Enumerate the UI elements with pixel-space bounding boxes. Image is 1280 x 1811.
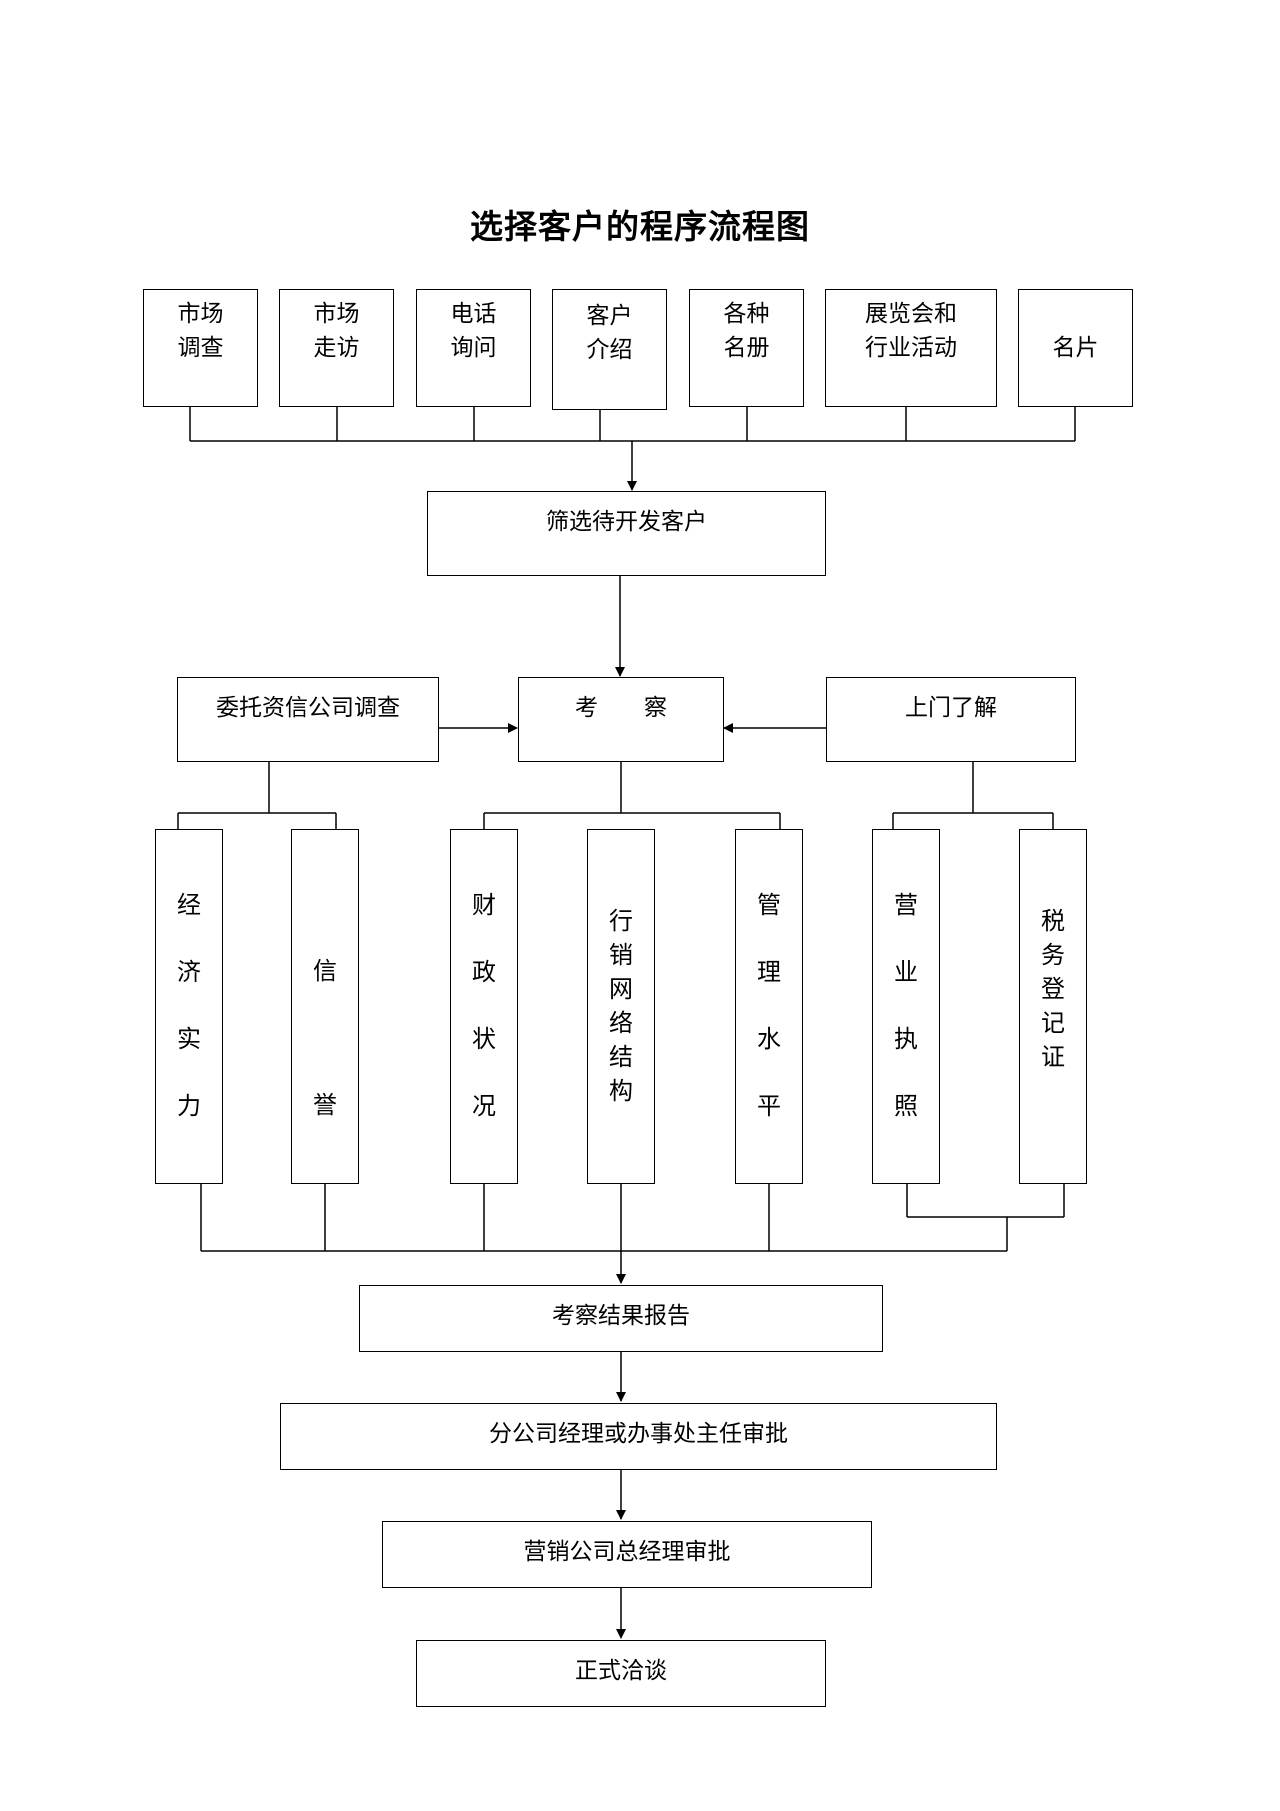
- factor-box-management-level: 管理水平: [735, 829, 803, 1184]
- branch-approval-box: 分公司经理或办事处主任审批: [280, 1403, 997, 1470]
- gm-approval-label: 营销公司总经理审批: [523, 1539, 731, 1565]
- factor-label: 信誉: [313, 957, 337, 1119]
- inspection-box: 考 察: [518, 677, 724, 762]
- onsite-visit-label: 上门了解: [905, 695, 997, 721]
- source-label: 电话 询问: [450, 301, 497, 361]
- credit-agency-box: 委托资信公司调查: [177, 677, 439, 762]
- screen-candidates-label: 筛选待开发客户: [546, 509, 707, 535]
- factor-label: 经济实力: [177, 891, 201, 1120]
- onsite-visit-box: 上门了解: [826, 677, 1076, 762]
- source-box-market-research: 市场 调查: [143, 289, 258, 407]
- factor-box-sales-network: 行销网络结构: [587, 829, 655, 1184]
- source-label: 展览会和 行业活动: [865, 301, 957, 361]
- gm-approval-box: 营销公司总经理审批: [382, 1521, 872, 1588]
- source-label: 市场 走访: [313, 301, 360, 361]
- branch-approval-label: 分公司经理或办事处主任审批: [489, 1421, 788, 1447]
- inspection-report-label: 考察结果报告: [552, 1303, 690, 1329]
- factor-label: 管理水平: [757, 891, 781, 1120]
- source-label: 名片: [1052, 335, 1099, 361]
- source-box-customer-referral: 客户 介绍: [552, 289, 667, 410]
- credit-agency-label: 委托资信公司调查: [216, 695, 400, 721]
- source-box-business-cards: 名片: [1018, 289, 1133, 407]
- source-label: 市场 调查: [177, 301, 224, 361]
- formal-negotiation-label: 正式洽谈: [575, 1658, 667, 1684]
- factor-box-business-license: 营业执照: [872, 829, 940, 1184]
- factor-label: 行销网络结构: [609, 907, 633, 1105]
- formal-negotiation-box: 正式洽谈: [416, 1640, 826, 1707]
- factor-label: 财政状况: [472, 891, 496, 1120]
- source-label: 各种 名册: [723, 301, 770, 361]
- inspection-label: 考 察: [575, 695, 667, 721]
- source-box-various-directories: 各种 名册: [689, 289, 804, 407]
- factor-label: 营业执照: [894, 891, 918, 1120]
- source-box-exhibitions: 展览会和 行业活动: [825, 289, 997, 407]
- page-title: 选择客户的程序流程图: [470, 207, 810, 246]
- source-box-phone-inquiry: 电话 询问: [416, 289, 531, 407]
- screen-candidates-box: 筛选待开发客户: [427, 491, 826, 576]
- source-box-market-visit: 市场 走访: [279, 289, 394, 407]
- factor-box-financial-status: 财政状况: [450, 829, 518, 1184]
- factor-box-economic-strength: 经济实力: [155, 829, 223, 1184]
- factor-box-reputation: 信誉: [291, 829, 359, 1184]
- inspection-report-box: 考察结果报告: [359, 1285, 883, 1352]
- factor-label: 税务登记证: [1041, 907, 1065, 1071]
- factor-box-tax-registration: 税务登记证: [1019, 829, 1087, 1184]
- source-label: 客户 介绍: [586, 302, 633, 363]
